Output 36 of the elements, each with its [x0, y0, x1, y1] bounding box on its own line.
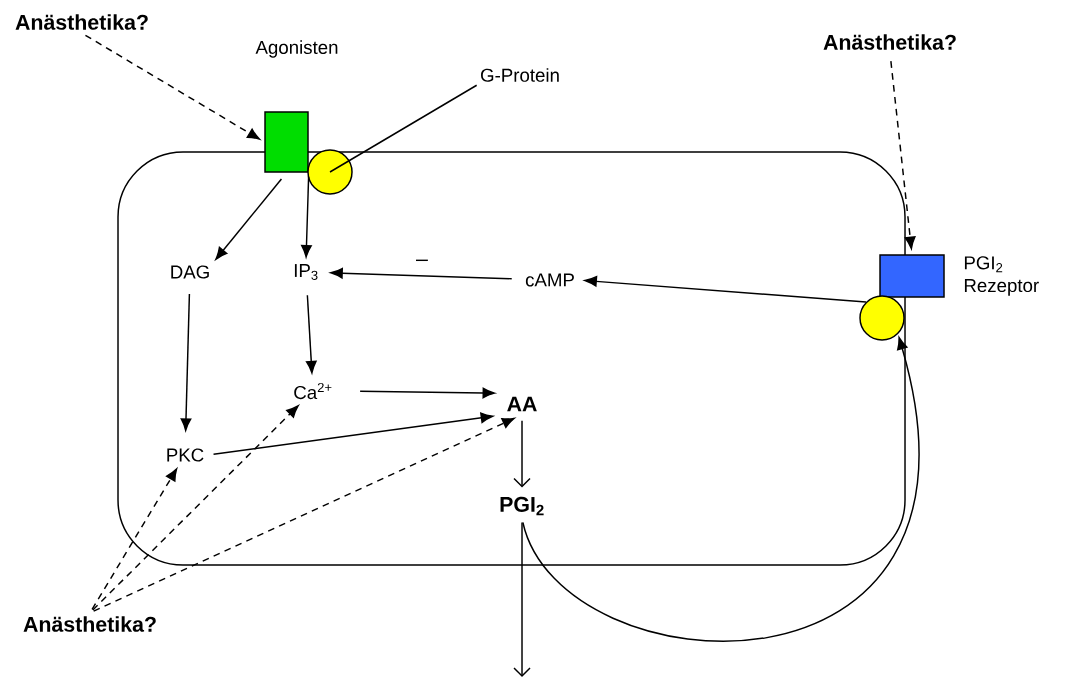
dashed-arrow — [92, 405, 299, 611]
molecule-label: PKC — [167, 448, 204, 462]
dashed-arrow — [84, 34, 261, 140]
arrow — [301, 176, 312, 258]
caption-text: PGI$_{2}$ Rezeptor — [964, 256, 1039, 296]
arrow — [330, 267, 513, 280]
arrow — [359, 387, 496, 399]
curved-arrow — [522, 337, 919, 642]
arrow — [215, 178, 283, 260]
arrow — [513, 420, 531, 488]
molecule-label: Ca$^{2+}$ — [294, 382, 332, 400]
molecule-label: PGI$_{2}$ — [500, 496, 544, 516]
molecule-label: IP$_{3}$ — [294, 264, 318, 280]
anesthetic-label: Anästhetika? — [23, 616, 156, 632]
arrow — [513, 521, 531, 677]
arrow — [180, 293, 192, 431]
g-protein-circle — [307, 149, 353, 195]
arrow — [584, 276, 867, 303]
receptor-rectangle — [264, 111, 309, 173]
anesthetic-label: Anästhetika? — [823, 34, 956, 50]
cell-outline — [117, 151, 906, 566]
dashed-arrow — [92, 417, 515, 612]
molecule-label: cAMP — [525, 273, 574, 287]
g-protein-circle — [859, 295, 905, 341]
arrow — [212, 412, 494, 455]
molecule-label: DAG — [171, 265, 209, 279]
leader-line — [329, 84, 478, 173]
arrow — [305, 294, 317, 374]
receptor-rectangle — [879, 254, 945, 298]
edge-label: – — [414, 258, 430, 268]
molecule-label: AA — [507, 396, 537, 412]
protein-label: G-Protein — [481, 68, 559, 82]
anesthetic-label: Anästhetika? — [15, 14, 148, 30]
dashed-arrow — [890, 60, 916, 250]
caption-text: Agonisten — [255, 40, 338, 58]
dashed-arrow — [91, 468, 178, 611]
